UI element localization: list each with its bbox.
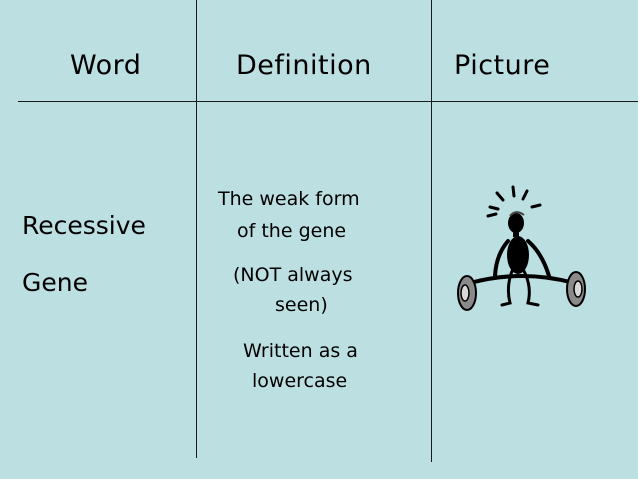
definition-line-1: The weak form — [218, 188, 360, 210]
column-divider-2 — [431, 0, 432, 462]
definition-line-5: Written as a — [243, 340, 358, 362]
weightlifter-icon — [457, 185, 586, 311]
definition-line-6: lowercase — [252, 370, 348, 392]
header-word: Word — [70, 50, 142, 81]
definition-line-3: (NOT always — [233, 264, 353, 286]
header-definition: Definition — [236, 50, 372, 81]
header-divider — [18, 101, 638, 102]
column-divider-1 — [196, 0, 197, 458]
definition-line-2: of the gene — [237, 220, 347, 242]
word-line-1: Recessive — [22, 211, 146, 240]
definition-line-4: seen) — [275, 294, 328, 316]
header-picture: Picture — [454, 50, 551, 81]
word-line-2: Gene — [22, 268, 88, 297]
